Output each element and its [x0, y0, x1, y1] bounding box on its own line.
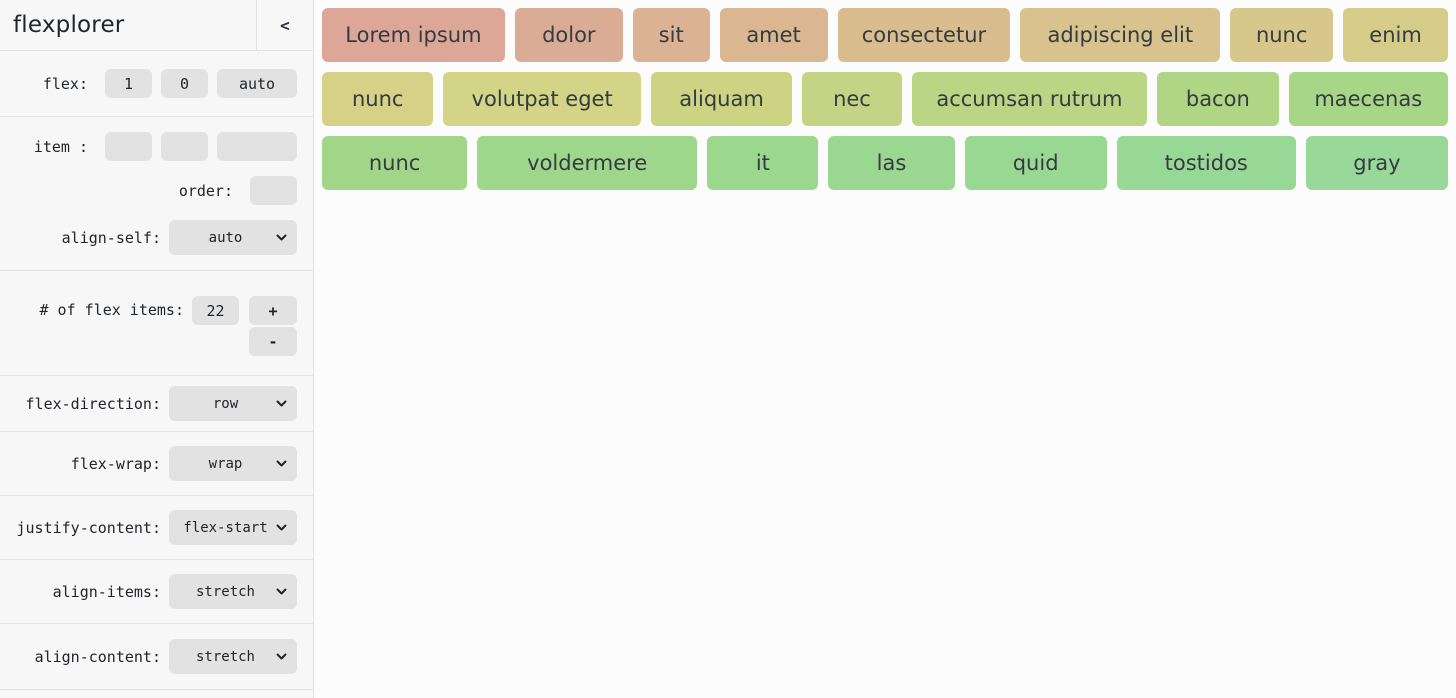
flex-item: consectetur — [837, 8, 1011, 62]
flex-item: las — [828, 136, 955, 190]
item-count-stepper: + - — [249, 296, 297, 356]
flex-item: enim — [1343, 8, 1448, 62]
flex-direction-label: flex-direction: — [25, 394, 161, 413]
align-items-label: align-items: — [52, 582, 161, 601]
flex-item: dolor — [514, 8, 623, 62]
flex-item: maecenas — [1288, 72, 1448, 126]
align-items-select[interactable]: stretch — [169, 574, 297, 609]
item-settings-section: item : order: align-self: auto — [0, 117, 313, 271]
item-count-label: # of flex items: — [39, 301, 185, 319]
flex-item: nunc — [322, 72, 434, 126]
flex-wrap-select[interactable]: wrap — [169, 446, 297, 481]
align-content-label: align-content: — [34, 647, 161, 666]
increment-button[interactable]: + — [249, 296, 297, 325]
align-content-section: align-content: stretch — [0, 624, 313, 690]
align-items-value: stretch — [195, 583, 255, 600]
flex-item: quid — [964, 136, 1107, 190]
justify-content-value: flex-start — [183, 519, 268, 536]
item-grow-input[interactable] — [105, 132, 152, 161]
item-count-input[interactable] — [192, 296, 239, 325]
flex-item: it — [707, 136, 819, 190]
flex-basis-input[interactable] — [217, 69, 297, 98]
flex-item: nec — [802, 72, 902, 126]
sidebar-collapse-button[interactable]: < — [256, 0, 313, 50]
align-items-section: align-items: stretch — [0, 560, 313, 624]
flex-direction-section: flex-direction: row — [0, 376, 313, 432]
flex-item: tostidos — [1116, 136, 1296, 190]
align-self-value: auto — [208, 229, 243, 246]
flex-grow-input[interactable] — [105, 69, 152, 98]
flex-item: nunc — [322, 136, 468, 190]
item-label: item : — [33, 137, 88, 156]
flex-wrap-label: flex-wrap: — [70, 454, 161, 473]
align-self-label: align-self: — [61, 228, 161, 247]
flex-item: Lorem ipsum — [322, 8, 505, 62]
flex-direction-select[interactable]: row — [169, 386, 297, 421]
flex-item: aliquam — [650, 72, 793, 126]
sidebar: flexplorer < flex: item : order: align-s… — [0, 0, 314, 698]
flex-wrap-section: flex-wrap: wrap — [0, 432, 313, 496]
flex-item: accumsan rutrum — [911, 72, 1148, 126]
flex-item: amet — [719, 8, 828, 62]
chevron-down-icon — [276, 653, 287, 660]
item-shrink-input[interactable] — [161, 132, 208, 161]
flex-shorthand-section: flex: — [0, 51, 313, 117]
chevron-down-icon — [276, 524, 287, 531]
flex-shrink-input[interactable] — [161, 69, 208, 98]
align-self-select[interactable]: auto — [169, 220, 297, 255]
flex-label: flex: — [42, 74, 88, 93]
flex-item: sit — [632, 8, 710, 62]
order-label: order: — [178, 181, 233, 200]
chevron-down-icon — [276, 400, 287, 407]
decrement-button[interactable]: - — [249, 327, 297, 356]
item-count-section: # of flex items: + - — [0, 271, 313, 376]
align-content-select[interactable]: stretch — [169, 639, 297, 674]
flex-item: gray — [1305, 136, 1448, 190]
flex-direction-value: row — [212, 395, 239, 412]
justify-content-select[interactable]: flex-start — [169, 510, 297, 545]
justify-content-section: justify-content: flex-start — [0, 496, 313, 560]
align-content-value: stretch — [195, 648, 255, 665]
order-input[interactable] — [250, 176, 297, 205]
flex-item: volutpat eget — [443, 72, 641, 126]
flex-item: nunc — [1230, 8, 1334, 62]
app-title: flexplorer — [13, 12, 125, 38]
sidebar-header: flexplorer < — [0, 0, 313, 51]
flex-wrap-value: wrap — [208, 455, 243, 472]
item-basis-input[interactable] — [217, 132, 297, 161]
justify-content-label: justify-content: — [16, 518, 162, 537]
flex-item: voldermere — [477, 136, 698, 190]
chevron-down-icon — [276, 234, 287, 241]
sidebar-stub — [0, 690, 313, 698]
flex-item: bacon — [1157, 72, 1279, 126]
chevron-down-icon — [276, 588, 287, 595]
flex-item: adipiscing elit — [1020, 8, 1221, 62]
chevron-down-icon — [276, 460, 287, 467]
